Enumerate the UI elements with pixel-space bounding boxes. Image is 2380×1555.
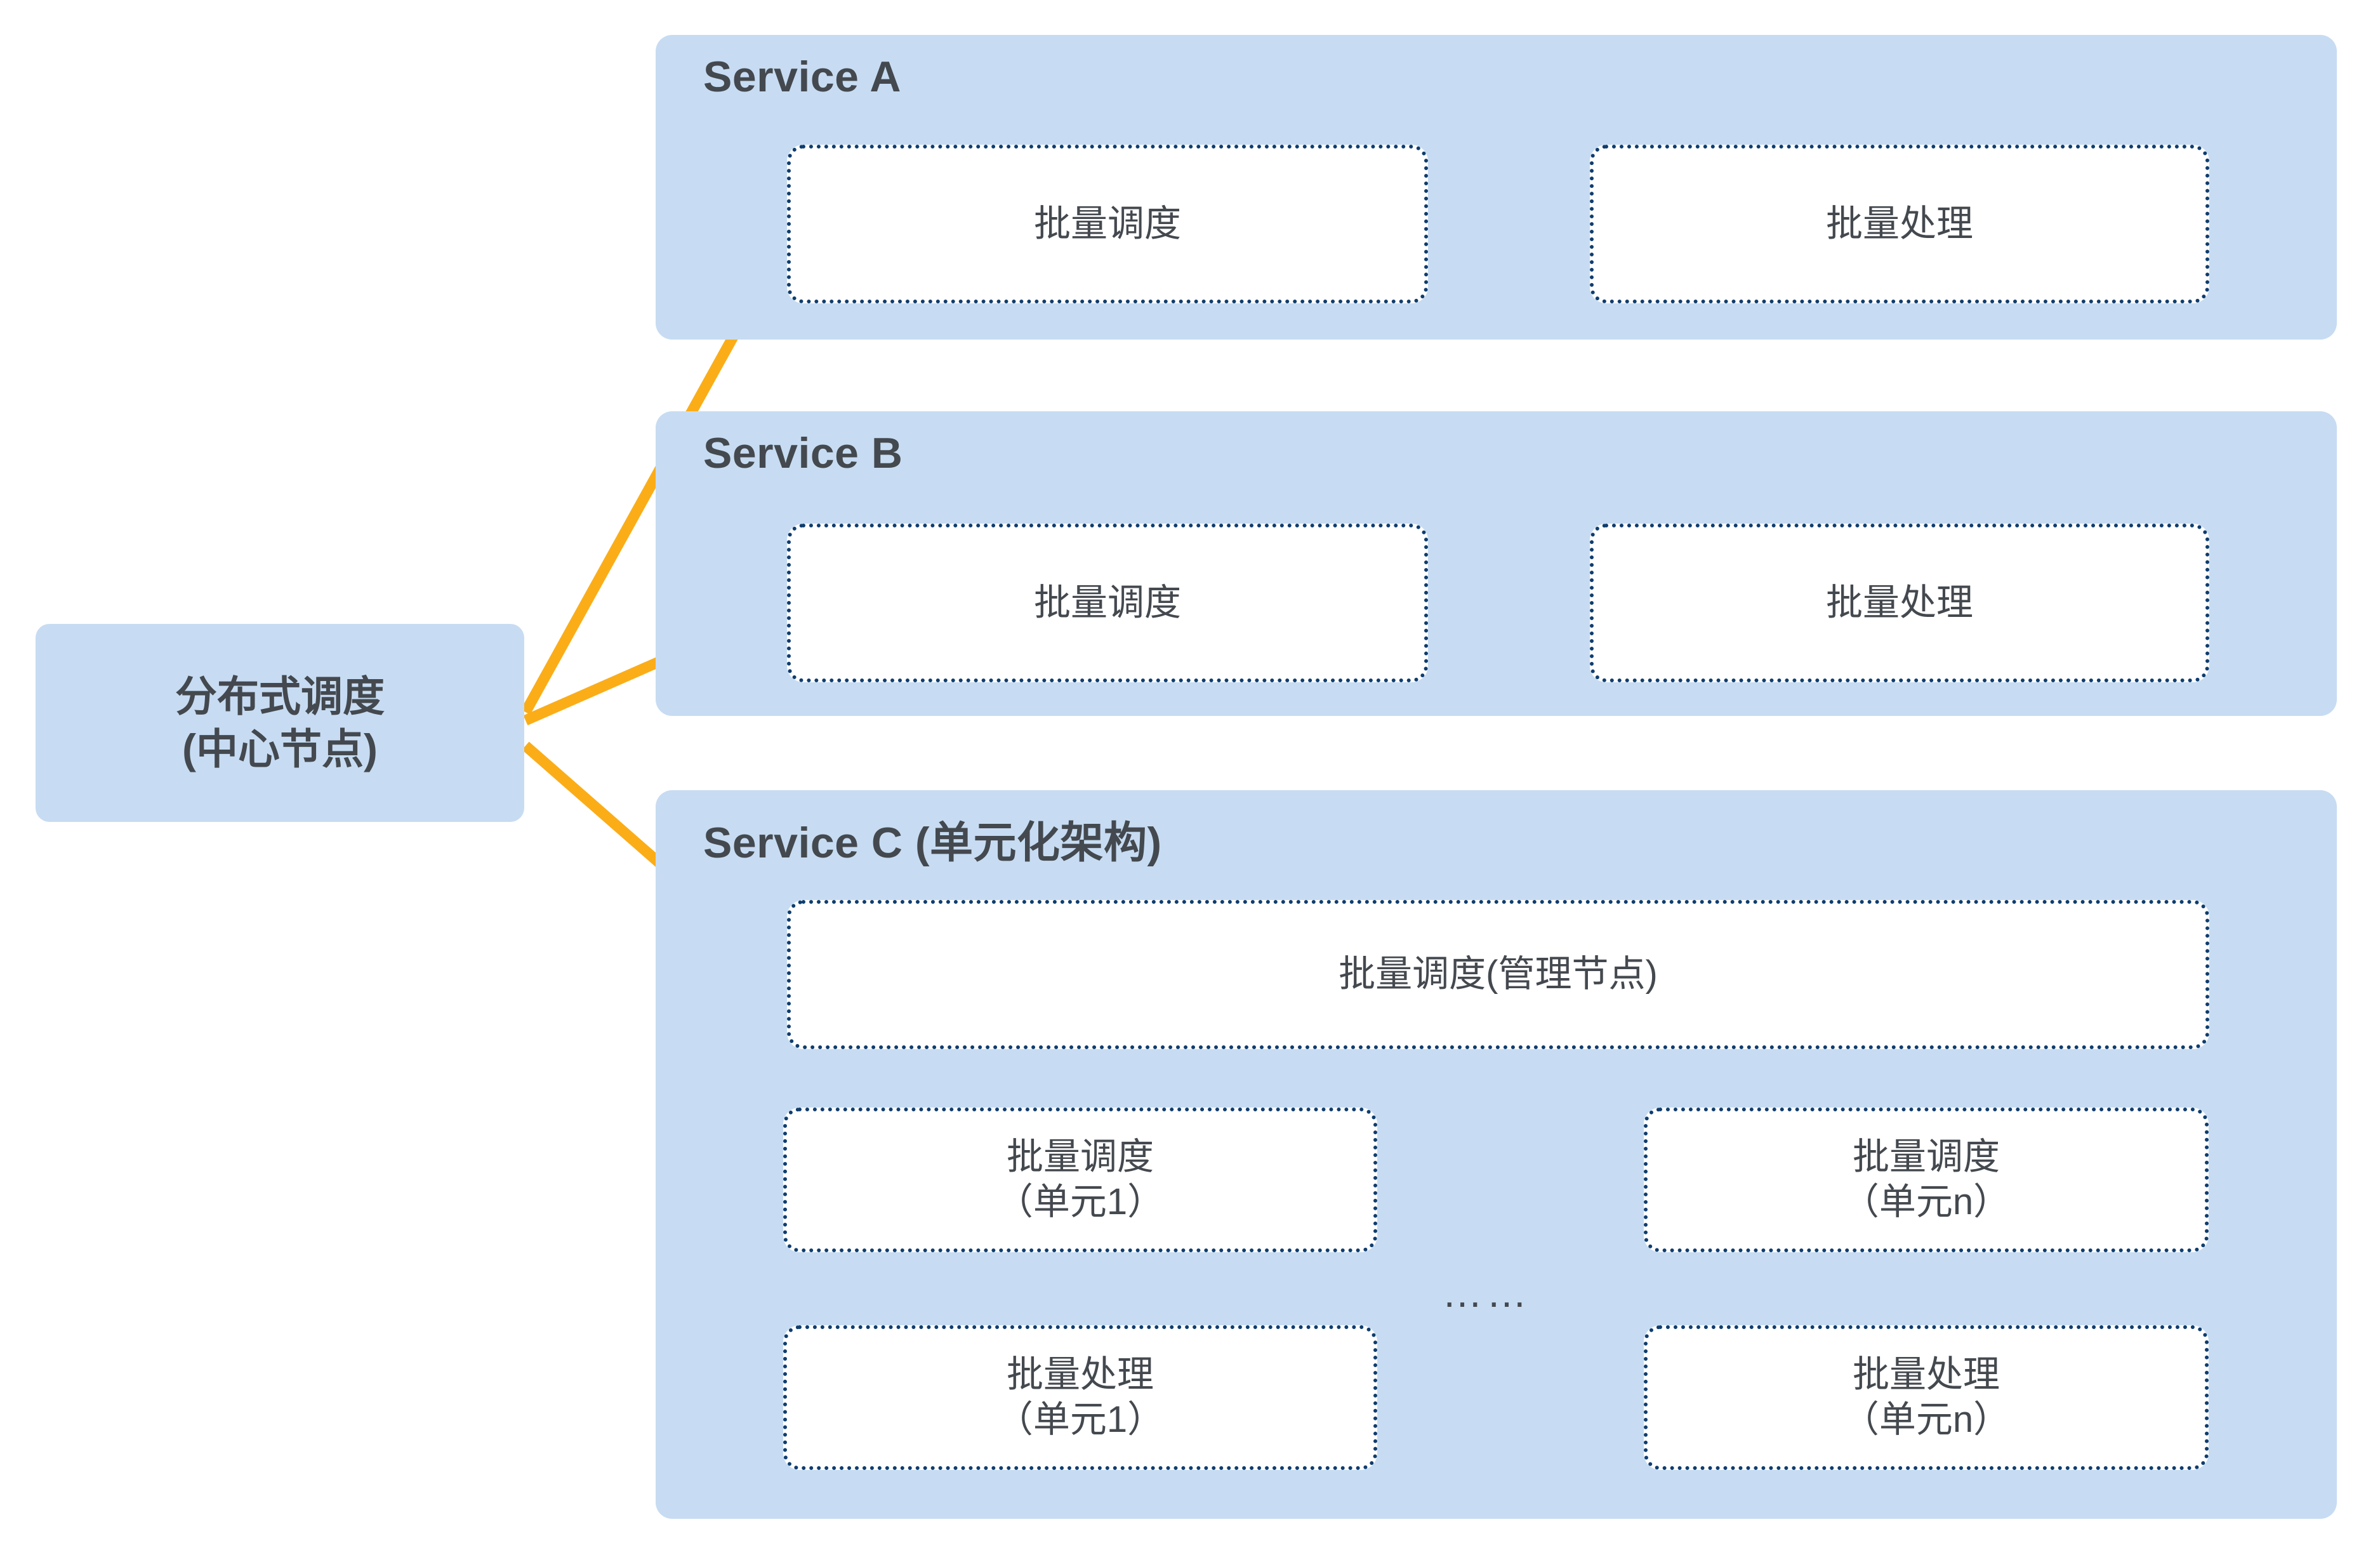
- panel-title-service-c: Service C (单元化架构): [703, 819, 1162, 867]
- node-label-line-1: 批量调度: [1006, 1136, 1154, 1178]
- node-label-line-1: 批量处理: [1852, 1354, 2000, 1396]
- node-label: 批量处理: [1825, 202, 1973, 244]
- node-label-line-2: （单元n）: [1842, 1181, 2011, 1222]
- node-service-c-schedule-unit-1[interactable]: 批量调度 （单元1）: [783, 1108, 1377, 1252]
- node-service-c-process-unit-n[interactable]: 批量处理 （单元n）: [1644, 1325, 2209, 1470]
- node-label-line-2: （单元1）: [996, 1399, 1165, 1440]
- center-node-line-2: (中心节点): [182, 725, 378, 772]
- node-label: 批量处理: [1825, 581, 1973, 623]
- node-label-line-1: 批量处理: [1006, 1354, 1154, 1396]
- node-label: 批量调度(管理节点): [1339, 953, 1658, 995]
- center-node-distributed-scheduler[interactable]: 分布式调度 (中心节点): [36, 624, 524, 822]
- panel-title-service-a: Service A: [703, 53, 901, 101]
- ellipsis-units: ……: [1442, 1270, 1531, 1316]
- node-service-c-process-unit-1[interactable]: 批量处理 （单元1）: [783, 1325, 1377, 1470]
- node-service-c-manager[interactable]: 批量调度(管理节点): [787, 900, 2209, 1049]
- node-label-line-2: （单元n）: [1842, 1399, 2011, 1440]
- node-label: 批量调度: [1033, 581, 1181, 623]
- node-service-a-batch-process[interactable]: 批量处理: [1590, 145, 2209, 303]
- center-node-line-1: 分布式调度: [175, 672, 385, 720]
- panel-title-service-b: Service B: [703, 429, 903, 477]
- node-service-a-batch-schedule[interactable]: 批量调度: [787, 145, 1428, 303]
- node-service-c-schedule-unit-n[interactable]: 批量调度 （单元n）: [1644, 1108, 2209, 1252]
- node-service-b-batch-schedule[interactable]: 批量调度: [787, 524, 1428, 682]
- node-label: 批量调度: [1033, 202, 1181, 244]
- node-label-line-1: 批量调度: [1852, 1136, 2000, 1178]
- node-service-b-batch-process[interactable]: 批量处理: [1590, 524, 2209, 682]
- node-label-line-2: （单元1）: [996, 1181, 1165, 1222]
